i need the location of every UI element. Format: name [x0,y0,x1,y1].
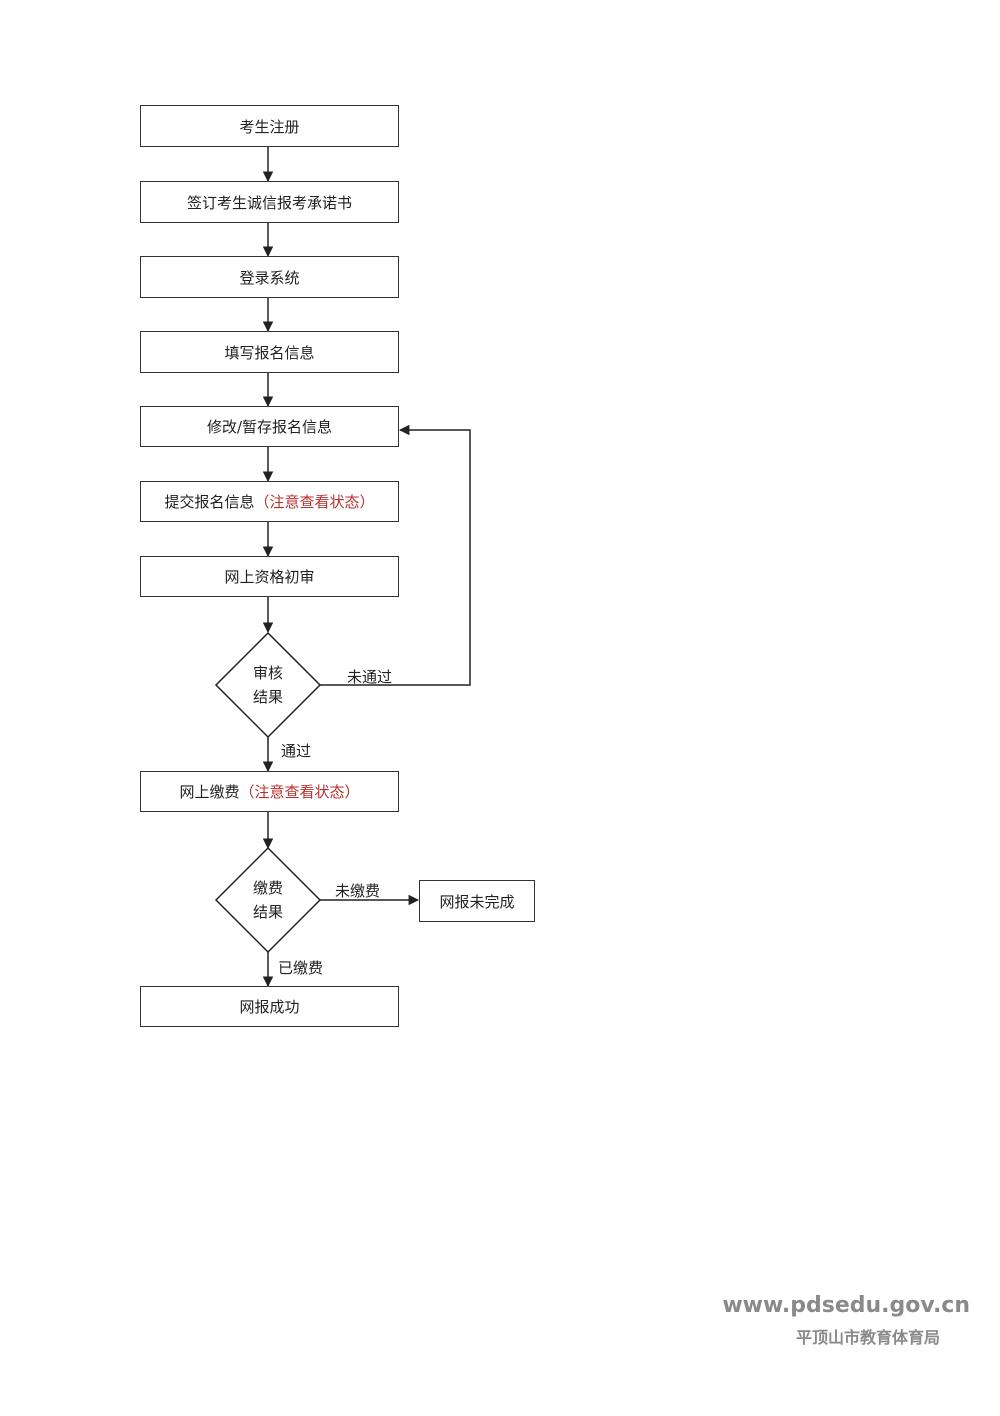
step-fill-label: 填写报名信息 [224,343,315,362]
step-success: 网报成功 [140,986,399,1027]
edge-not-passed-label: 未通过 [347,668,393,686]
step-submit-label: 提交报名信息 [164,493,255,511]
edge-paid-label: 已缴费 [278,959,324,977]
step-review-label: 网上资格初审 [224,568,315,586]
pay-result-line-2: 结果 [252,903,283,921]
step-pay-label: 网上缴费 [179,783,240,801]
step-submit-info: 提交报名信息（注意查看状态） [140,481,399,522]
step-modify-label: 修改/暂存报名信息 [206,418,333,436]
edge-not-paid-label: 未缴费 [335,882,381,900]
review-result-line-2: 结果 [252,688,283,706]
watermark-url: www.pdsedu.gov.cn [722,1293,970,1318]
review-result-line-1: 审核 [252,664,283,682]
pay-result-diamond [214,846,322,954]
step-sign-label: 签订考生诚信报考承诺书 [186,193,352,212]
review-result-label: 审核 结果 [228,661,308,709]
step-fill-info: 填写报名信息 [140,331,399,373]
edge-passed-label: 通过 [281,742,312,760]
arrow-not-passed-loop [320,424,471,686]
pay-result-label: 缴费 结果 [228,876,308,924]
step-incomplete-label: 网报未完成 [439,892,515,911]
step-sign-pledge: 签订考生诚信报考承诺书 [140,181,399,223]
step-login: 登录系统 [140,256,399,298]
step-modify-info: 修改/暂存报名信息 [140,406,399,447]
step-success-label: 网报成功 [239,998,300,1016]
step-pay-note: （注意查看状态） [239,783,360,801]
pay-result-line-1: 缴费 [252,879,283,897]
step-login-label: 登录系统 [239,268,300,287]
step-register: 考生注册 [140,105,399,147]
step-online-payment: 网上缴费（注意查看状态） [140,771,399,812]
watermark-org: 平顶山市教育体育局 [795,1328,940,1347]
step-register-label: 考生注册 [239,117,300,136]
review-result-diamond [214,631,322,739]
step-submit-note: （注意查看状态） [254,493,375,511]
step-incomplete: 网报未完成 [419,880,535,922]
step-online-review: 网上资格初审 [140,556,399,597]
